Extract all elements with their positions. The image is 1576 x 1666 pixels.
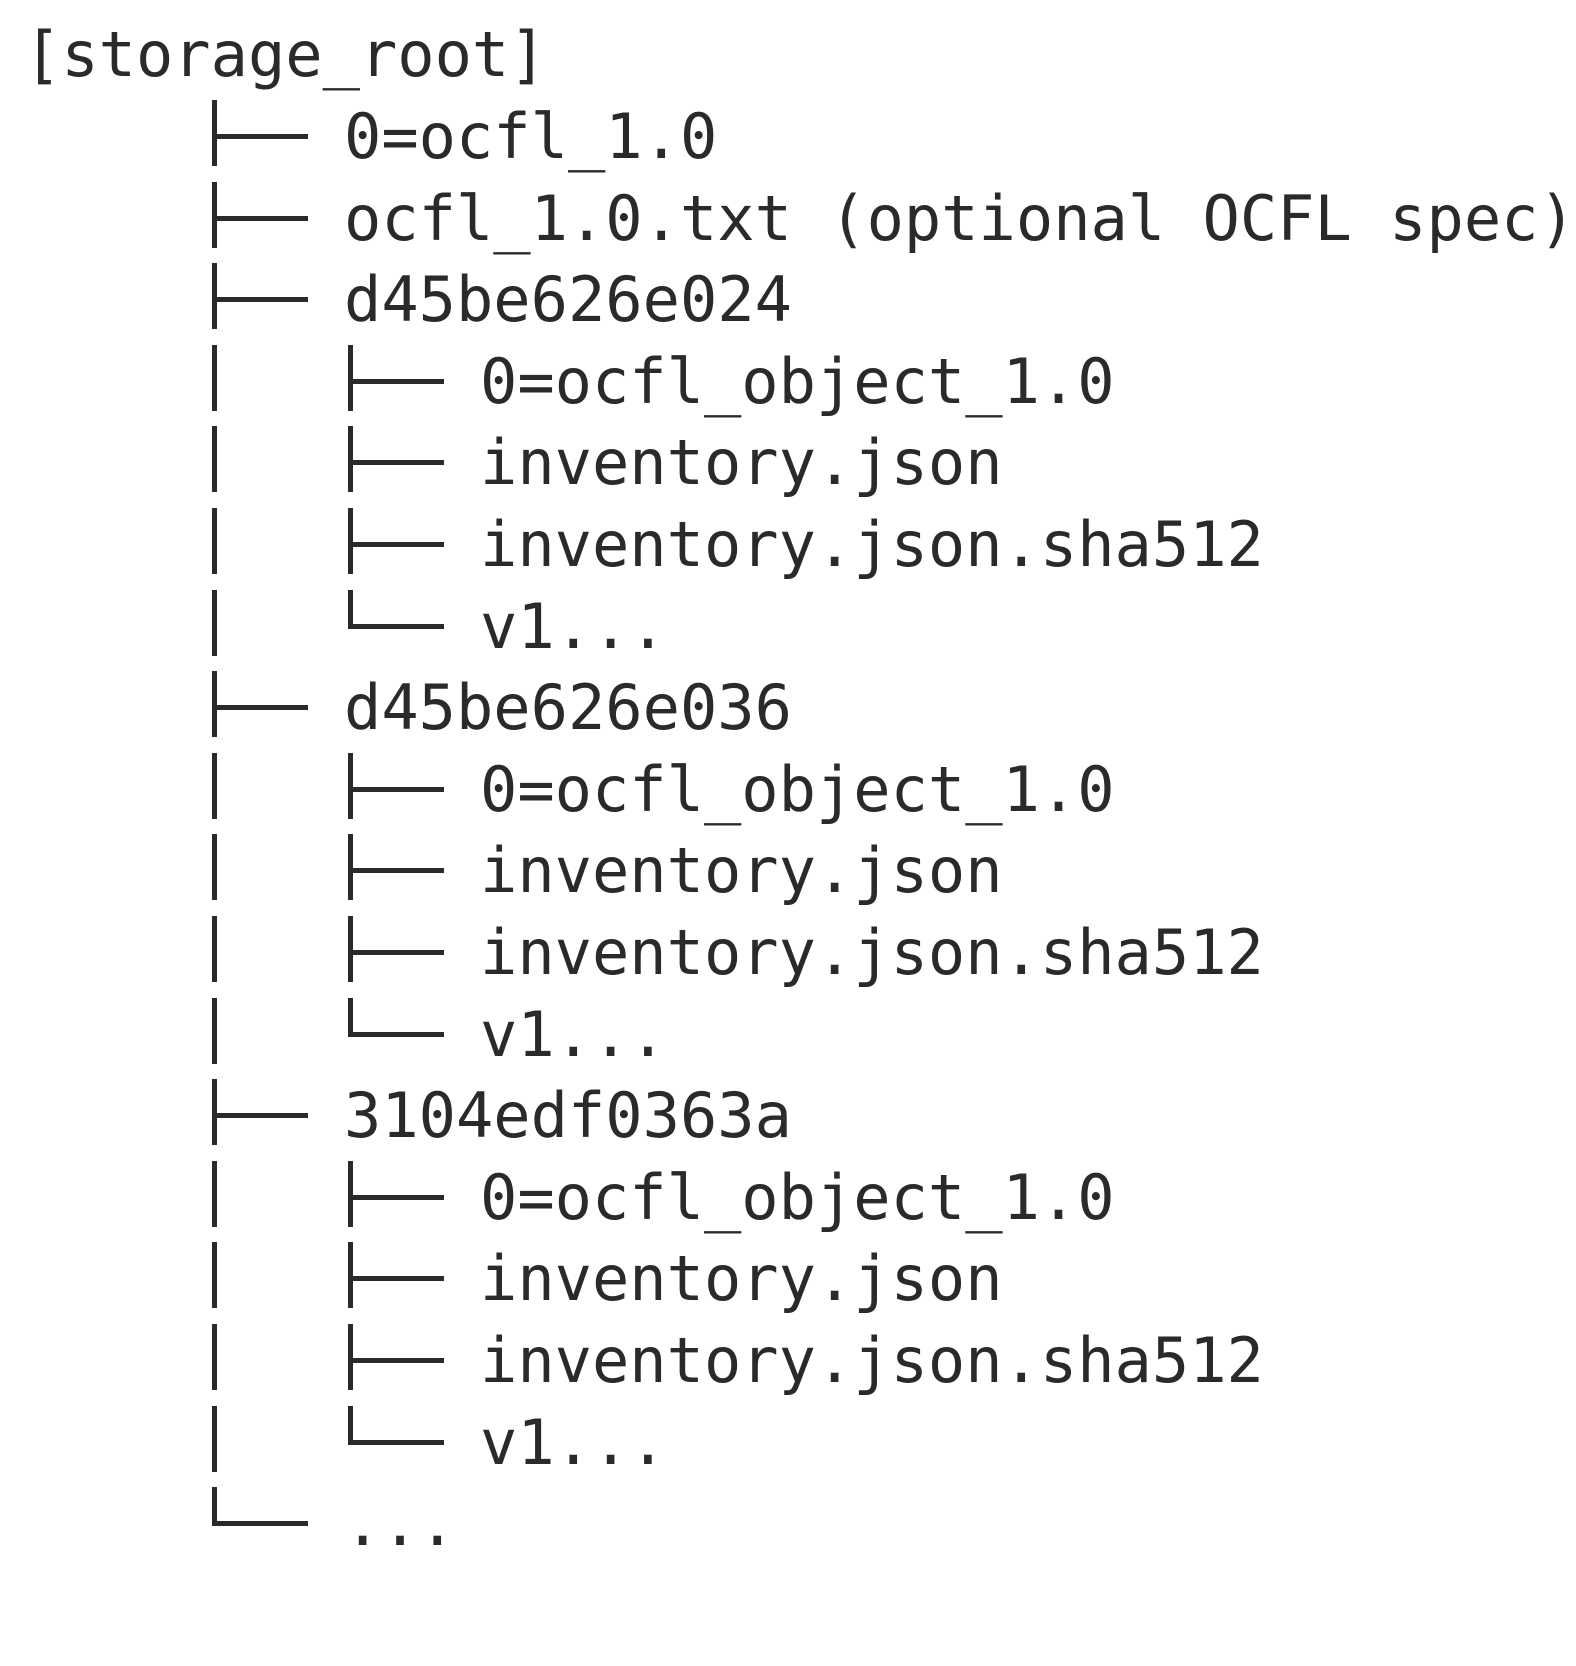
tree-branch-horizontal — [348, 623, 444, 629]
tree-branch-vertical — [212, 1079, 217, 1146]
tree-row: inventory.json — [24, 420, 1504, 506]
tree-branch-vertical — [348, 508, 353, 574]
tree-branch-horizontal — [212, 215, 308, 221]
tree-continuation-bar — [212, 752, 217, 819]
tree-row: ocfl_1.0.txt (optional OCFL spec) — [24, 176, 1576, 262]
tree-branch-vertical — [348, 1405, 353, 1444]
tree-branch-horizontal — [212, 297, 308, 303]
tree-row: d45be626e036 — [24, 665, 1504, 751]
tree-continuation-bar — [212, 1160, 217, 1227]
tree-branch-horizontal — [348, 1276, 444, 1282]
tree-row: 0=ocfl_1.0 — [24, 94, 1504, 180]
tree-row: inventory.json — [24, 1236, 1504, 1322]
tree-branch-horizontal — [348, 950, 444, 955]
tree-branch-horizontal — [348, 786, 444, 792]
tree-continuation-bar — [212, 508, 217, 574]
tree-branch-horizontal — [212, 1113, 308, 1119]
tree-branch-horizontal — [348, 1439, 444, 1445]
tree-entry-label: v1... — [480, 1405, 667, 1479]
tree-entry-label: ocfl_1.0.txt (optional OCFL spec) — [344, 181, 1576, 255]
tree-entry-label: ... — [344, 1487, 456, 1561]
tree-row: inventory.json.sha512 — [24, 502, 1504, 588]
tree-row: v1... — [24, 584, 1504, 670]
tree-branch-horizontal — [212, 1521, 308, 1527]
tree-branch-vertical — [348, 752, 353, 819]
tree-continuation-bar — [212, 344, 217, 411]
tree-branch-horizontal — [348, 1031, 444, 1037]
tree-row: 3104edf0363a — [24, 1073, 1504, 1159]
tree-branch-horizontal — [212, 134, 308, 139]
tree-row: 0=ocfl_object_1.0 — [24, 747, 1504, 833]
tree-branch-vertical — [212, 100, 217, 166]
tree-branch-horizontal — [348, 542, 444, 547]
tree-row: inventory.json.sha512 — [24, 910, 1504, 996]
tree-branch-horizontal — [348, 1358, 444, 1363]
tree-branch-vertical — [348, 1160, 353, 1227]
tree-entry-label: inventory.json — [480, 426, 1003, 500]
tree-branch-horizontal — [212, 705, 308, 711]
tree-root-row: [storage_root] — [24, 12, 1504, 98]
tree-entry-label: inventory.json — [480, 834, 1003, 908]
tree-row: inventory.json — [24, 828, 1504, 914]
tree-row: v1... — [24, 1400, 1504, 1486]
tree-continuation-bar — [212, 997, 217, 1064]
tree-branch-horizontal — [348, 1194, 444, 1200]
tree-branch-horizontal — [348, 460, 444, 466]
tree-branch-vertical — [212, 671, 217, 738]
tree-branch-vertical — [348, 916, 353, 982]
tree-entry-label: v1... — [480, 997, 667, 1071]
tree-row: 0=ocfl_object_1.0 — [24, 339, 1504, 425]
tree-branch-vertical — [212, 181, 217, 248]
tree-row: ... — [24, 1481, 1504, 1567]
tree-row: inventory.json.sha512 — [24, 1318, 1504, 1404]
tree-branch-vertical — [348, 344, 353, 411]
tree-continuation-bar — [212, 1324, 217, 1390]
tree-branch-vertical — [348, 589, 353, 628]
tree-entry-label: 0=ocfl_1.0 — [344, 100, 718, 173]
tree-continuation-bar — [212, 426, 217, 493]
tree-entry-label: inventory.json.sha512 — [480, 508, 1264, 581]
tree-entry-label: 0=ocfl_object_1.0 — [480, 752, 1115, 826]
tree-branch-horizontal — [348, 868, 444, 874]
tree-branch-vertical — [348, 426, 353, 493]
tree-branch-vertical — [348, 1242, 353, 1309]
tree-branch-vertical — [348, 834, 353, 901]
tree-continuation-bar — [212, 834, 217, 901]
tree-branch-vertical — [212, 263, 217, 330]
tree-entry-label: inventory.json.sha512 — [480, 1324, 1264, 1397]
directory-tree: [storage_root] 0=ocfl_1.0 ocfl_1.0.txt (o… — [24, 12, 1576, 1652]
tree-row: d45be626e024 — [24, 257, 1504, 343]
tree-entry-label: d45be626e036 — [344, 671, 792, 745]
tree-row: 0=ocfl_object_1.0 — [24, 1155, 1504, 1241]
tree-entry-label: 0=ocfl_object_1.0 — [480, 344, 1115, 418]
tree-entry-label: v1... — [480, 589, 667, 663]
tree-branch-vertical — [212, 1487, 217, 1526]
tree-branch-vertical — [348, 1324, 353, 1390]
tree-continuation-bar — [212, 916, 217, 982]
tree-entry-label: inventory.json.sha512 — [480, 916, 1264, 989]
tree-continuation-bar — [212, 1405, 217, 1472]
tree-entry-label: 3104edf0363a — [344, 1079, 792, 1153]
storage-root-label: [storage_root] — [24, 18, 547, 91]
tree-entry-label: inventory.json — [480, 1242, 1003, 1316]
tree-entry-label: 0=ocfl_object_1.0 — [480, 1160, 1115, 1234]
tree-continuation-bar — [212, 589, 217, 656]
tree-row: v1... — [24, 992, 1504, 1078]
tree-branch-vertical — [348, 997, 353, 1036]
tree-branch-horizontal — [348, 378, 444, 384]
tree-entry-label: d45be626e024 — [344, 263, 792, 337]
tree-continuation-bar — [212, 1242, 217, 1309]
